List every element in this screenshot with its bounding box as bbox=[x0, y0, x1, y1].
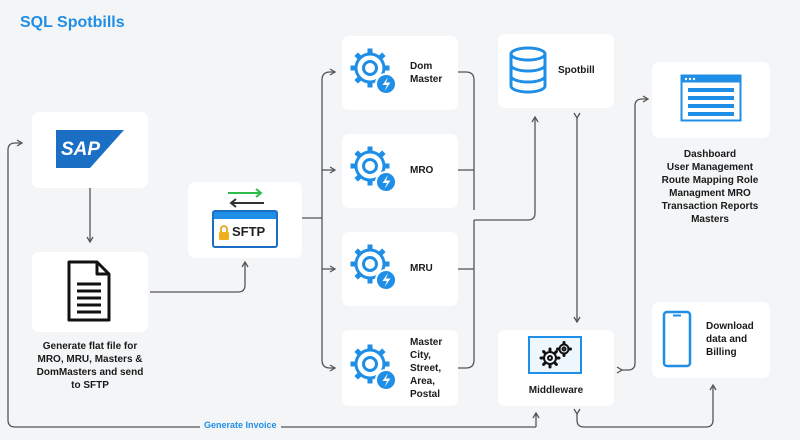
middleware-label: Middleware bbox=[528, 385, 584, 396]
transfer-arrows-icon bbox=[228, 188, 264, 208]
mro-node: MRO bbox=[342, 134, 458, 208]
mobile-label: Download data and Billing bbox=[706, 321, 754, 358]
middleware-node: Middleware bbox=[498, 330, 614, 406]
spotbill-node: Spotbill bbox=[498, 34, 614, 108]
mro-label: MRO bbox=[410, 165, 434, 176]
lock-icon bbox=[219, 225, 229, 240]
flatfile-caption: Generate flat file for MRO, MRU, Masters… bbox=[36, 341, 144, 391]
mobile-node: Download data and Billing bbox=[652, 302, 770, 378]
flatfile-node bbox=[32, 252, 148, 332]
generate-invoice-label: Generate Invoice bbox=[200, 420, 281, 430]
sap-logo-text: SAP bbox=[61, 139, 100, 160]
dashboard-node bbox=[652, 62, 770, 138]
middleware-icon-frame bbox=[528, 336, 582, 374]
master-city-label: Master City, Street, Area, Postal bbox=[410, 337, 443, 400]
gear-sync-icon bbox=[350, 48, 397, 95]
gears-icon bbox=[539, 341, 572, 369]
mru-label: MRU bbox=[410, 263, 433, 274]
mru-node: MRU bbox=[342, 232, 458, 306]
gear-sync-icon bbox=[350, 244, 397, 291]
spotbill-label: Spotbill bbox=[558, 65, 595, 76]
sftp-label: SFTP bbox=[232, 224, 266, 239]
gear-sync-icon bbox=[350, 146, 397, 193]
document-icon bbox=[67, 260, 111, 322]
browser-window-icon bbox=[680, 74, 742, 122]
dashboard-caption: Dashboard User Management Route Mapping … bbox=[661, 149, 759, 225]
database-icon bbox=[509, 46, 547, 94]
page-title: SQL Spotbills bbox=[20, 14, 125, 31]
sftp-node: SFTP bbox=[188, 182, 302, 258]
gear-sync-icon bbox=[350, 344, 397, 391]
sap-node: SAP bbox=[32, 112, 148, 188]
sap-logo-icon: SAP bbox=[56, 130, 124, 168]
sftp-window: SFTP bbox=[212, 210, 278, 248]
mobile-phone-icon bbox=[662, 310, 692, 368]
master-city-node: Master City, Street, Area, Postal bbox=[342, 330, 458, 406]
